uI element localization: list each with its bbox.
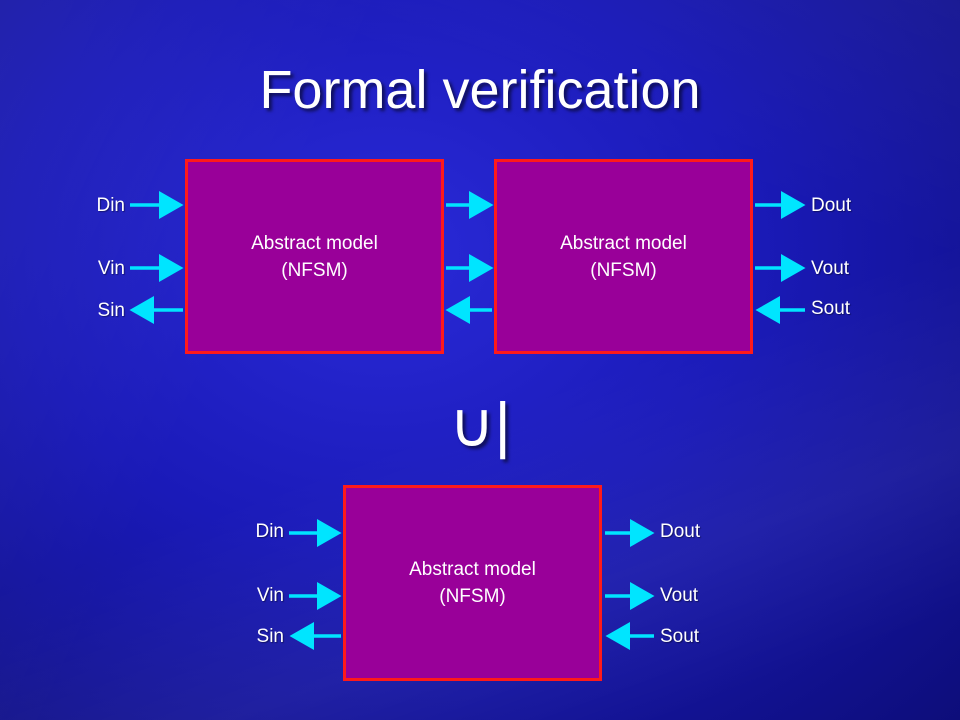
- bottom-dout-label: Dout: [660, 521, 701, 542]
- top-right-model-label: Abstract model: [560, 232, 687, 254]
- top-vout-label: Vout: [811, 258, 850, 279]
- top-left-model-label: Abstract model: [251, 232, 378, 254]
- top-sin-label: Sin: [97, 300, 125, 321]
- top-right-model-box: Abstract model (NFSM): [494, 159, 753, 354]
- top-right-model-type: (NFSM): [590, 259, 657, 281]
- top-left-model-box: Abstract model (NFSM): [185, 159, 444, 354]
- bottom-vout-label: Vout: [660, 585, 699, 606]
- top-sout-label: Sout: [811, 298, 851, 319]
- bottom-model-type: (NFSM): [439, 586, 506, 607]
- top-left-model-type: (NFSM): [281, 259, 348, 281]
- slide-title: Formal verification: [259, 60, 701, 120]
- bottom-sin-label: Sin: [256, 626, 284, 647]
- bottom-din-label: Din: [255, 521, 284, 542]
- bottom-model-box: Abstract model (NFSM): [343, 485, 602, 681]
- bottom-sout-label: Sout: [660, 626, 700, 647]
- top-dout-label: Dout: [811, 195, 852, 216]
- top-vin-label: Vin: [97, 258, 125, 279]
- bottom-model-label: Abstract model: [409, 559, 536, 580]
- top-din-label: Din: [96, 195, 125, 216]
- equivalence-symbol: ∪|: [449, 391, 511, 460]
- bottom-vin-label: Vin: [256, 585, 284, 606]
